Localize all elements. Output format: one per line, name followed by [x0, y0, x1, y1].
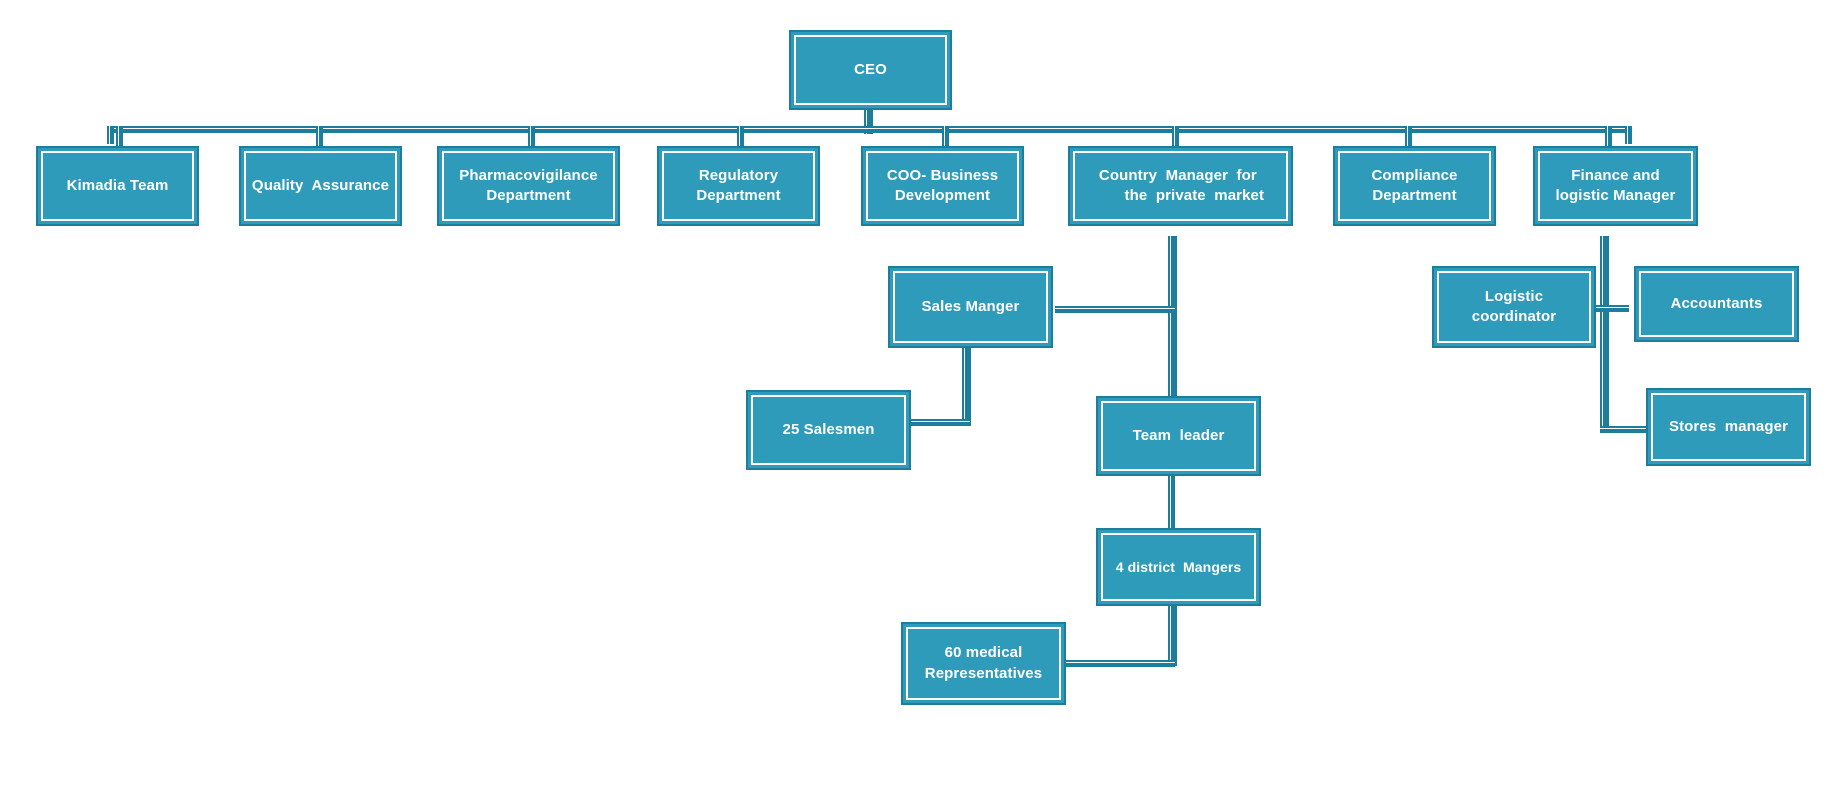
node-pharmacovigilance-department[interactable]: Pharmacovigilance Department [437, 146, 620, 226]
node-4-district-mangers-inner: 4 district Mangers [1101, 533, 1256, 601]
node-compliance-department-inner: Compliance Department [1338, 151, 1491, 221]
node-logistic-coordinator[interactable]: Logistic coordinator [1432, 266, 1596, 348]
node-60-medical-representatives[interactable]: 60 medical Representatives [901, 622, 1066, 705]
node-team-leader-inner: Team leader [1101, 401, 1256, 471]
node-accountants[interactable]: Accountants [1634, 266, 1799, 342]
node-4-district-mangers-label: 4 district Mangers [1115, 558, 1242, 575]
connector-country-manager-to-sales [1055, 306, 1175, 313]
node-coo-business-development-label: COO- Business Development [886, 166, 999, 204]
node-accountants-inner: Accountants [1639, 271, 1794, 337]
node-finance-logistic-manager-label: Finance and logistic Manager [1555, 166, 1676, 204]
node-pharmacovigilance-department-inner: Pharmacovigilance Department [442, 151, 615, 221]
node-regulatory-department-inner: Regulatory Department [662, 151, 815, 221]
connector-level2-bus [107, 126, 1632, 133]
node-logistic-coordinator-label: Logistic coordinator [1471, 287, 1557, 325]
node-kimadia-team-label: Kimadia Team [66, 176, 169, 194]
node-country-manager[interactable]: Country Manager for the private market [1068, 146, 1293, 226]
node-regulatory-department[interactable]: Regulatory Department [657, 146, 820, 226]
connector-district-elbow-horizontal [1063, 660, 1175, 667]
connector-drop-coo [942, 126, 949, 146]
node-compliance-department[interactable]: Compliance Department [1333, 146, 1496, 226]
node-stores-manager-inner: Stores manager [1651, 393, 1806, 461]
connector-drop-country-manager [1172, 126, 1179, 146]
connector-finance-stub-right [1605, 305, 1629, 312]
connector-drop-quality [316, 126, 323, 146]
node-quality-assurance-label: Quality Assurance [251, 176, 390, 194]
node-stores-manager-label: Stores manager [1668, 417, 1789, 435]
connector-drop-finance [1605, 126, 1612, 146]
node-coo-business-development[interactable]: COO- Business Development [861, 146, 1024, 226]
node-ceo-inner: CEO [794, 35, 947, 105]
node-60-medical-representatives-label: 60 medical Representatives [924, 644, 1043, 682]
connector-bus-right-cap [1625, 126, 1632, 144]
node-stores-manager[interactable]: Stores manager [1646, 388, 1811, 466]
node-regulatory-department-label: Regulatory Department [696, 166, 781, 204]
node-logistic-coordinator-inner: Logistic coordinator [1437, 271, 1591, 343]
node-finance-logistic-manager[interactable]: Finance and logistic Manager [1533, 146, 1698, 226]
connector-teamleader-to-district [1168, 476, 1175, 536]
connector-drop-regulatory [737, 126, 744, 146]
node-country-manager-inner: Country Manager for the private market [1073, 151, 1288, 221]
connector-drop-compliance [1405, 126, 1412, 146]
node-25-salesmen[interactable]: 25 Salesmen [746, 390, 911, 470]
node-25-salesmen-label: 25 Salesmen [782, 420, 875, 438]
node-country-manager-label: Country Manager for the private market [1098, 166, 1265, 204]
node-4-district-mangers[interactable]: 4 district Mangers [1096, 528, 1261, 606]
node-coo-business-development-inner: COO- Business Development [866, 151, 1019, 221]
connector-bus-left-cap [107, 126, 114, 144]
node-quality-assurance-inner: Quality Assurance [244, 151, 397, 221]
connector-sales-elbow-horizontal [908, 419, 970, 426]
connector-drop-kimadia [116, 126, 123, 146]
connector-finance-to-stores [1600, 426, 1654, 433]
node-compliance-department-label: Compliance Department [1371, 166, 1458, 204]
node-team-leader[interactable]: Team leader [1096, 396, 1261, 476]
connector-drop-pharmacovigilance [528, 126, 535, 146]
node-sales-manger-inner: Sales Manger [893, 271, 1048, 343]
node-team-leader-label: Team leader [1132, 426, 1225, 444]
connector-finance-spine [1600, 236, 1609, 433]
node-ceo-label: CEO [854, 60, 887, 78]
node-pharmacovigilance-department-label: Pharmacovigilance Department [459, 166, 598, 204]
node-finance-logistic-manager-inner: Finance and logistic Manager [1538, 151, 1693, 221]
connector-district-elbow-vertical [1168, 604, 1177, 666]
node-25-salesmen-inner: 25 Salesmen [751, 395, 906, 465]
node-sales-manger[interactable]: Sales Manger [888, 266, 1053, 348]
node-kimadia-team[interactable]: Kimadia Team [36, 146, 199, 226]
node-sales-manger-label: Sales Manger [921, 297, 1020, 315]
node-ceo[interactable]: CEO [789, 30, 952, 110]
node-kimadia-team-inner: Kimadia Team [41, 151, 194, 221]
node-quality-assurance[interactable]: Quality Assurance [239, 146, 402, 226]
node-60-medical-representatives-inner: 60 medical Representatives [906, 627, 1061, 700]
connector-country-manager-spine [1168, 236, 1177, 398]
connector-ceo-down [864, 108, 873, 134]
node-accountants-label: Accountants [1670, 294, 1763, 312]
connector-sales-elbow-vertical [962, 348, 971, 426]
